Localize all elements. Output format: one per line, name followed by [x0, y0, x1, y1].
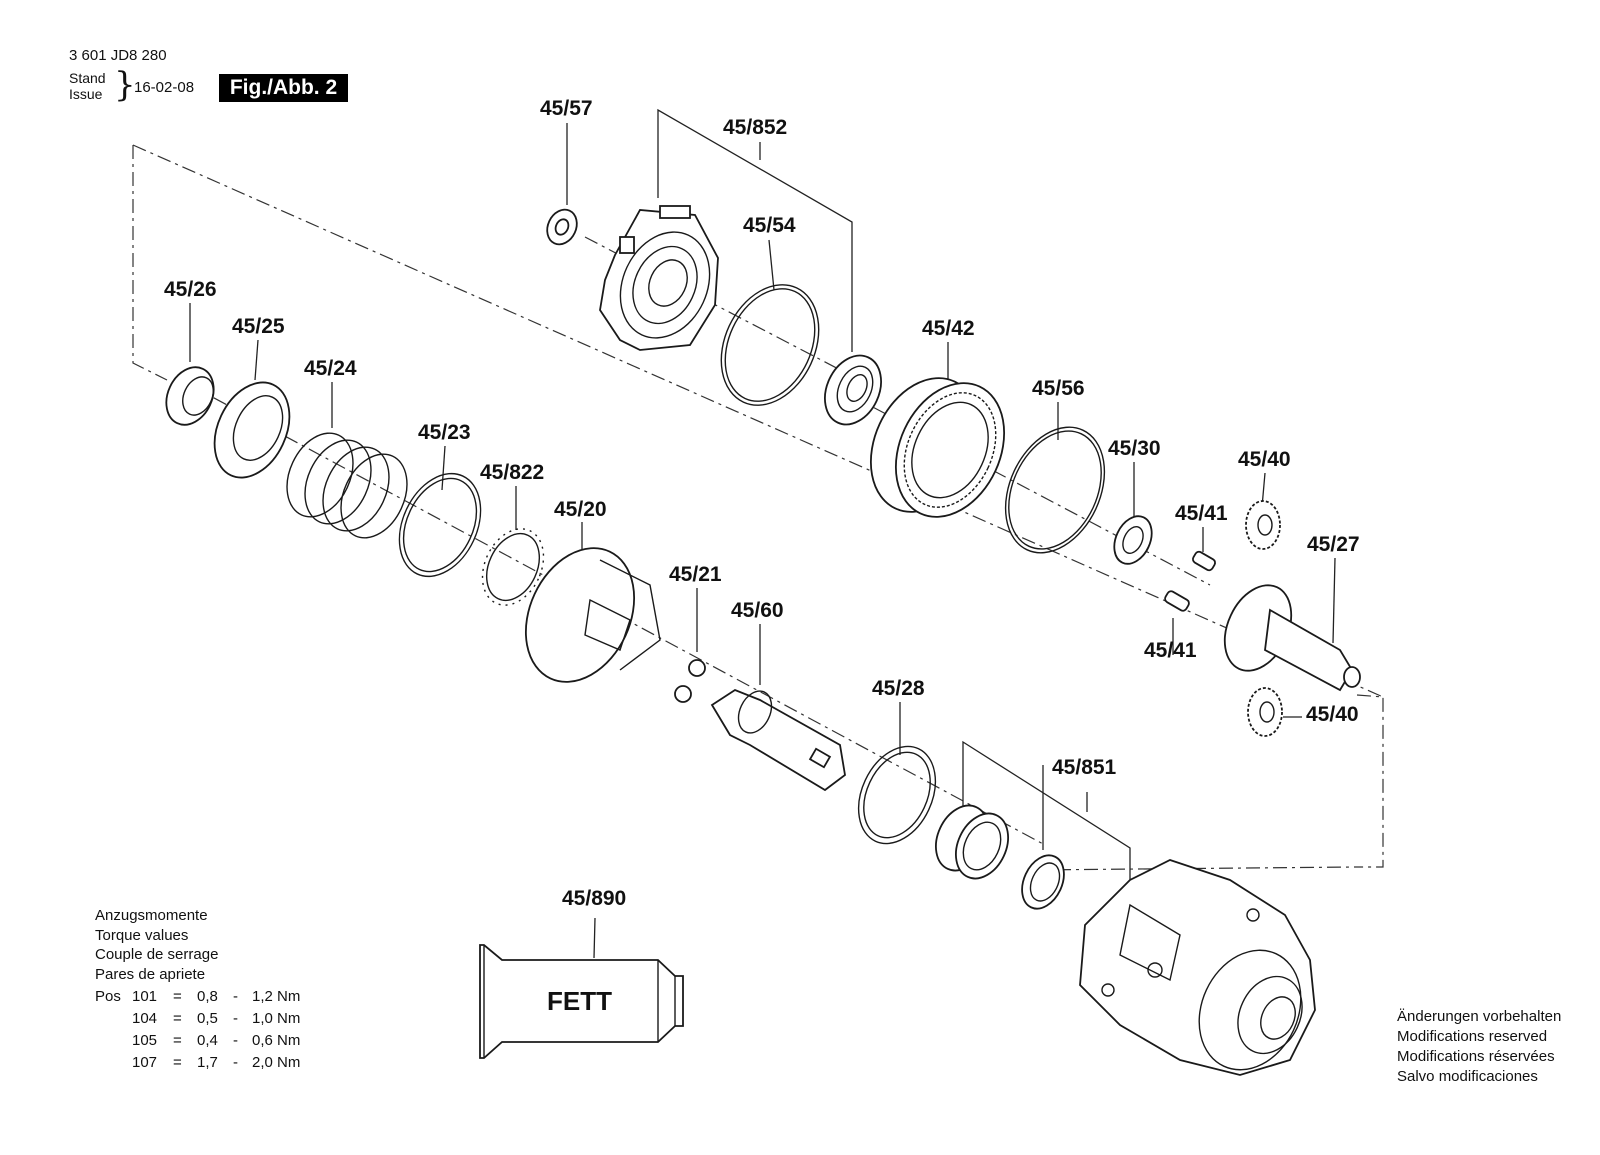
- label-45-41-bottom: 45/41: [1144, 639, 1197, 662]
- notice-en: Modifications reserved: [1397, 1028, 1548, 1045]
- notice-de: Änderungen vorbehalten: [1397, 1008, 1562, 1025]
- label-45-852: 45/852: [723, 116, 787, 139]
- torque-pos: 107: [132, 1054, 158, 1071]
- torque-title-de: Anzugsmomente: [95, 907, 208, 924]
- washer-45-25: [213, 381, 291, 479]
- grease-label: FETT: [547, 986, 612, 1016]
- part-labels: 45/57 45/852 45/54 45/26 45/25 45/24 45/…: [164, 97, 1360, 910]
- label-45-26: 45/26: [164, 278, 217, 301]
- torque-eq: =: [173, 1032, 182, 1049]
- planet-gear-45-40-bottom: [1247, 687, 1283, 737]
- label-45-851: 45/851: [1052, 756, 1117, 779]
- hammer-45-20: [524, 547, 661, 683]
- issue-label: Issue: [69, 86, 103, 102]
- label-45-822: 45/822: [480, 461, 544, 484]
- label-45-40-bottom: 45/40: [1306, 703, 1359, 726]
- label-45-41-top: 45/41: [1175, 502, 1228, 525]
- torque-title-fr: Couple de serrage: [95, 946, 219, 963]
- brace-symbol: }: [114, 65, 136, 105]
- leader-lines: [189, 108, 1336, 959]
- seal-45-26: [165, 366, 215, 426]
- torque-title-es: Pares de apriete: [95, 965, 206, 983]
- label-45-23: 45/23: [418, 421, 471, 444]
- figure-label: Fig./Abb. 2: [219, 74, 348, 102]
- label-45-54: 45/54: [743, 214, 796, 237]
- gear-housing-cover-45-852: [599, 205, 719, 351]
- document-code: 3 601 JD8 280: [69, 47, 167, 64]
- label-45-60: 45/60: [731, 599, 784, 622]
- torque-eq: =: [173, 988, 182, 1005]
- washer-45-57: [546, 208, 578, 246]
- seal-ring-45-851: [1021, 854, 1065, 910]
- torque-dash: -: [233, 1032, 238, 1049]
- label-45-20: 45/20: [554, 498, 607, 521]
- torque-max: 2,0 Nm: [252, 1054, 301, 1071]
- label-45-40-top: 45/40: [1238, 448, 1291, 471]
- torque-min: 0,8: [197, 988, 218, 1005]
- planet-carrier-shaft-45-27: [1223, 584, 1361, 692]
- label-45-42: 45/42: [922, 317, 975, 340]
- torque-max: 0,6 Nm: [252, 1032, 301, 1049]
- ball-bearing-45-852: [824, 354, 882, 426]
- torque-dash: -: [233, 988, 238, 1005]
- modifications-notice: Änderungen vorbehalten Modifications res…: [1397, 1007, 1561, 1087]
- stand-issue-label: Stand Issue: [69, 70, 106, 102]
- spring-45-24: [286, 432, 408, 539]
- torque-values-title: Anzugsmomente Torque values Couple de se…: [95, 906, 218, 984]
- torque-max: 1,2 Nm: [252, 988, 301, 1005]
- pin-45-41-bottom: [1164, 590, 1190, 612]
- ring-gear-45-42: [869, 377, 1006, 518]
- torque-pos: 105: [132, 1032, 158, 1049]
- pin-45-41-top: [1192, 550, 1216, 572]
- gear-housing-45-851: [1079, 859, 1316, 1076]
- anvil-shaft-45-60: [710, 688, 846, 792]
- torque-min: 0,5: [197, 1010, 218, 1027]
- label-45-30: 45/30: [1108, 437, 1161, 460]
- grease-tube-45-890: FETT: [479, 944, 684, 1059]
- label-45-56: 45/56: [1032, 377, 1085, 400]
- issue-date: 16-02-08: [134, 79, 195, 96]
- label-45-28: 45/28: [872, 677, 925, 700]
- notice-fr: Modifications réservées: [1397, 1048, 1555, 1065]
- ball-45-21-a: [688, 659, 706, 677]
- o-ring-45-28: [857, 745, 937, 845]
- sleeve-bearing-45-851: [935, 804, 1009, 880]
- torque-eq: =: [173, 1054, 182, 1071]
- washer-45-30: [1113, 515, 1153, 565]
- label-45-27: 45/27: [1307, 533, 1360, 556]
- pos-label: Pos: [95, 988, 121, 1005]
- torque-eq: =: [173, 1010, 182, 1027]
- torque-min: 1,7: [197, 1054, 218, 1071]
- label-45-890: 45/890: [562, 887, 626, 910]
- stand-label: Stand: [69, 70, 106, 86]
- torque-pos: 104: [132, 1010, 158, 1027]
- planet-gear-45-40-top: [1245, 500, 1281, 550]
- torque-min: 0,4: [197, 1032, 218, 1049]
- ball-ring-45-822: [481, 528, 545, 606]
- label-45-21: 45/21: [669, 563, 722, 586]
- ball-45-21-b: [674, 685, 692, 703]
- torque-dash: -: [233, 1054, 238, 1071]
- shim-washer-45-56: [1004, 426, 1106, 554]
- torque-title-en: Torque values: [95, 926, 189, 944]
- torque-dash: -: [233, 1010, 238, 1027]
- label-45-24: 45/24: [304, 357, 357, 380]
- torque-max: 1,0 Nm: [252, 1010, 301, 1027]
- label-45-25: 45/25: [232, 315, 285, 338]
- washer-45-23: [398, 472, 482, 578]
- torque-pos: 101: [132, 988, 158, 1005]
- label-45-57: 45/57: [540, 97, 593, 120]
- o-ring-45-54: [720, 284, 820, 406]
- notice-es: Salvo modificaciones: [1397, 1068, 1538, 1085]
